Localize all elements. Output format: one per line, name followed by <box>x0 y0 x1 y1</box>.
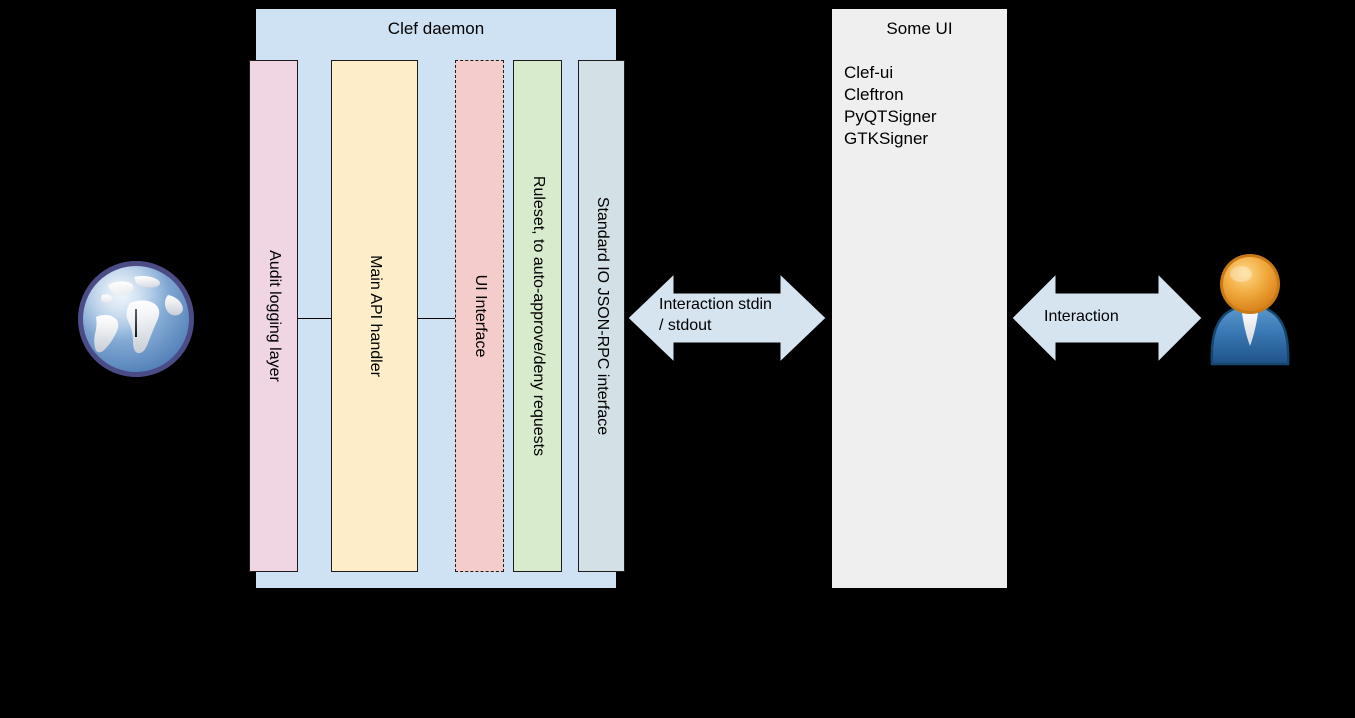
clef-daemon-title: Clef daemon <box>387 19 485 38</box>
component-label: Audit logging layer <box>265 250 283 382</box>
arrow-label-line-2: / stdout <box>659 317 712 334</box>
component-label: Standard IO JSON-RPC interface <box>593 196 611 436</box>
arrow-interaction-stdio: Interaction stdin / stdout <box>628 274 826 362</box>
component-ui-interface[interactable]: UI Interface <box>455 60 504 572</box>
component-ruleset[interactable]: Ruleset, to auto-approve/deny requests <box>513 60 562 572</box>
user-icon <box>1203 250 1297 366</box>
component-standard-io-jsonrpc[interactable]: Standard IO JSON-RPC interface <box>578 60 625 572</box>
list-item: Cleftron <box>844 85 904 104</box>
arrow-label: Interaction <box>1044 308 1119 325</box>
connector-line-api-ui <box>417 318 456 319</box>
some-ui-implementation-list: Clef-ui Cleftron PyQTSigner GTKSigner <box>844 62 1004 150</box>
some-ui-title: Some UI <box>886 19 953 38</box>
component-label: UI Interface <box>471 274 489 358</box>
list-item: GTKSigner <box>844 129 929 148</box>
some-ui-panel <box>832 9 1007 588</box>
component-label: Ruleset, to auto-approve/deny requests <box>529 175 547 457</box>
list-item: Clef-ui <box>844 63 894 82</box>
component-audit-logging-layer[interactable]: Audit logging layer <box>249 60 298 572</box>
arrow-interaction-user: Interaction <box>1012 274 1202 362</box>
globe-icon <box>72 255 200 383</box>
list-item: PyQTSigner <box>844 107 937 126</box>
arrow-label-line-1: Interaction stdin <box>659 296 772 313</box>
clef-daemon-panel <box>256 9 616 588</box>
connector-line-audit-api <box>297 318 332 319</box>
component-main-api-handler[interactable]: Main API handler <box>331 60 418 572</box>
component-label: Main API handler <box>366 255 384 377</box>
